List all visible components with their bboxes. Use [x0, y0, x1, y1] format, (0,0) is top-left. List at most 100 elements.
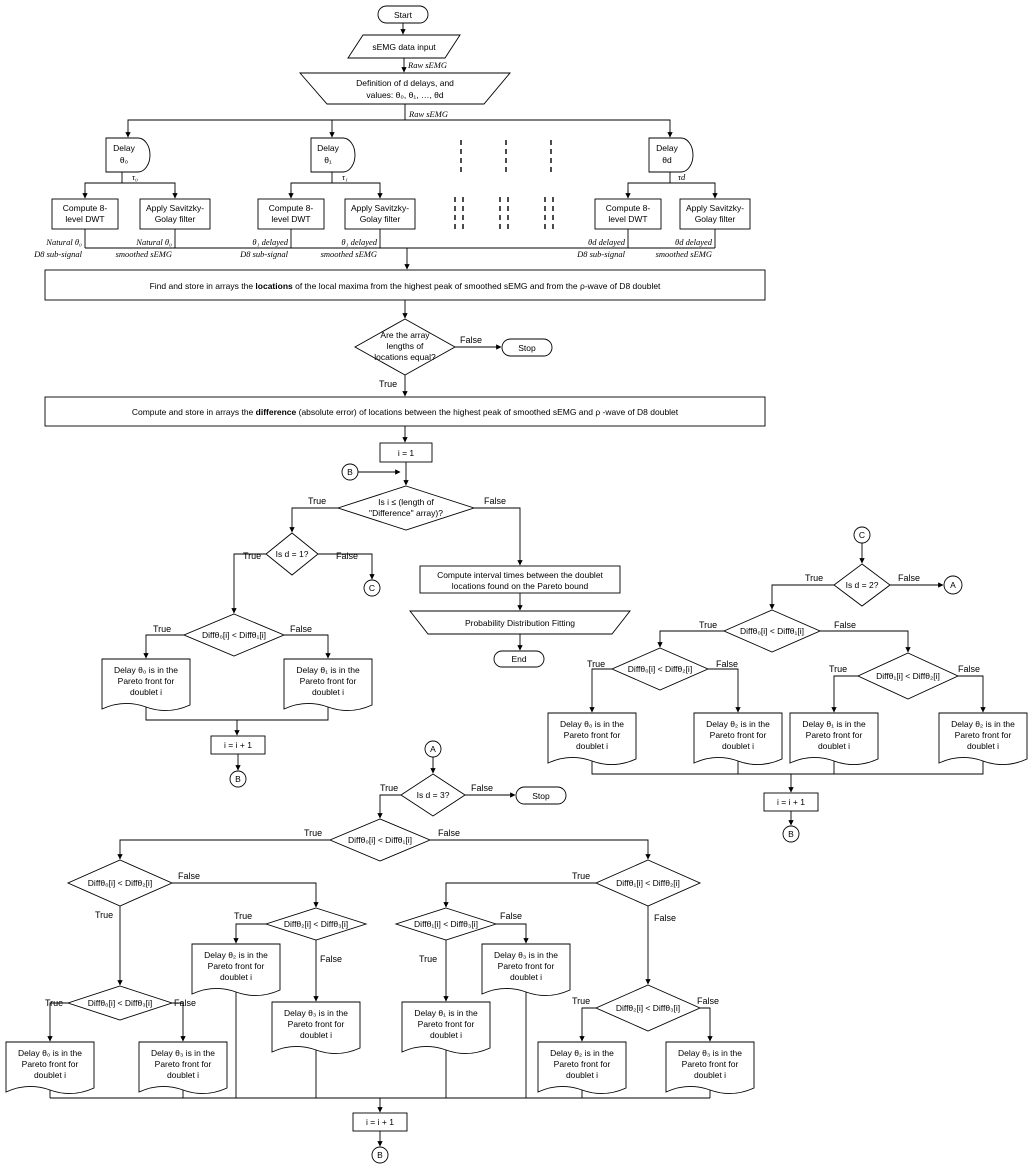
d3-compare-02: Diffθ₀[i] < Diffθ₂[i]: [66, 859, 174, 907]
svg-text:Natural θ₀: Natural θ₀: [135, 237, 172, 247]
svg-text:level DWT: level DWT: [65, 214, 104, 224]
d3-increment-box: i = i + 1: [352, 1112, 408, 1132]
d2-result-theta1: Delay θ₁ is in the Pareto front for doub…: [789, 712, 879, 766]
probability-fitting-box: Probability Distribution Fitting: [409, 610, 631, 635]
svg-text:True: True: [243, 551, 261, 561]
svg-text:True: True: [419, 954, 437, 964]
svg-text:doublet i: doublet i: [694, 1070, 726, 1080]
svg-text:Delay θ₂ is in the: Delay θ₂ is in the: [204, 950, 268, 960]
svg-text:i = i + 1: i = i + 1: [777, 797, 805, 807]
svg-text:doublet i: doublet i: [818, 741, 850, 751]
svg-text:True: True: [234, 911, 252, 921]
svg-text:values: θ₀, θ₁, …, θd: values: θ₀, θ₁, …, θd: [366, 90, 444, 100]
svg-text:B: B: [377, 1150, 383, 1160]
svg-text:doublet i: doublet i: [722, 741, 754, 751]
d2-result-theta0: Delay θ₀ is in the Pareto front for doub…: [547, 712, 637, 766]
svg-text:True: True: [45, 998, 63, 1008]
svg-text:sEMG data input: sEMG data input: [372, 42, 436, 52]
svg-text:True: True: [805, 573, 823, 583]
d2-result-theta2-a: Delay θ₂ is in the Pareto front for doub…: [693, 712, 783, 766]
svg-text:Delay θ₃ is in the: Delay θ₃ is in the: [678, 1048, 742, 1058]
d3-result-theta3-left: Delay θ₃ is in the Pareto front for doub…: [138, 1041, 228, 1095]
svg-text:Delay θ₂ is in the: Delay θ₂ is in the: [951, 719, 1015, 729]
is-d2-decision: Is d = 2?: [833, 563, 891, 607]
delay-theta0-block: Delay θ₀: [105, 137, 151, 173]
svg-text:False: False: [500, 911, 522, 921]
svg-text:Compute 8-: Compute 8-: [269, 203, 314, 213]
interval-times-box: Compute interval times between the doubl…: [419, 565, 621, 594]
is-d1-decision: Is d = 1?: [265, 532, 319, 576]
svg-text:smoothed sEMG: smoothed sEMG: [116, 249, 172, 259]
svg-text:level DWT: level DWT: [608, 214, 647, 224]
svg-text:locations found on the Pareto: locations found on the Pareto bound: [452, 581, 589, 591]
svg-text:Delay θ₁ is in the: Delay θ₁ is in the: [802, 719, 866, 729]
svg-text:True: True: [572, 871, 590, 881]
svg-text:i = i + 1: i = i + 1: [366, 1117, 394, 1127]
svg-text:Diffθ₀[i] < Diffθ₁[i]: Diffθ₀[i] < Diffθ₁[i]: [202, 630, 266, 640]
svg-text:Diffθ₀[i] < Diffθ₂[i]: Diffθ₀[i] < Diffθ₂[i]: [628, 664, 692, 674]
d1-compare-01: Diffθ₀[i] < Diffθ₁[i]: [182, 613, 286, 657]
svg-text:Delay: Delay: [113, 143, 135, 153]
svg-text:A: A: [430, 744, 436, 754]
semg-input-box: sEMG data input: [347, 34, 461, 59]
d3-result-theta3-right: Delay θ₃ is in the Pareto front for doub…: [665, 1041, 755, 1095]
svg-text:Pareto front for: Pareto front for: [682, 1059, 739, 1069]
sg-box-d: Apply Savitzky- Golay filter: [679, 198, 751, 230]
svg-text:True: True: [380, 783, 398, 793]
d3-compare-13: Diffθ₁[i] < Diffθ₃[i]: [394, 907, 498, 941]
svg-text:Is d = 1?: Is d = 1?: [276, 549, 309, 559]
svg-text:doublet i: doublet i: [220, 972, 252, 982]
d2-increment-box: i = i + 1: [763, 792, 819, 812]
svg-text:lengths of: lengths of: [387, 341, 424, 351]
svg-text:Apply Savitzky-: Apply Savitzky-: [686, 203, 744, 213]
d3-compare-23-left: Diffθ₂[i] < Diffθ₃[i]: [264, 907, 368, 941]
svg-text:τd: τd: [678, 172, 686, 182]
svg-text:doublet i: doublet i: [130, 687, 162, 697]
svg-text:Golay filter: Golay filter: [360, 214, 401, 224]
svg-text:τ₁: τ₁: [342, 172, 348, 182]
connector-b-d2: B: [782, 825, 800, 843]
d1-result-theta1: Delay θ₁ is in the Pareto front for doub…: [283, 658, 373, 712]
svg-text:Apply Savitzky-: Apply Savitzky-: [351, 203, 409, 213]
svg-text:Diffθ₁[i] < Diffθ₂[i]: Diffθ₁[i] < Diffθ₂[i]: [876, 671, 940, 681]
svg-text:False: False: [484, 496, 506, 506]
svg-text:locations equal?: locations equal?: [374, 352, 436, 362]
start-label: Start: [394, 10, 413, 20]
svg-text:doublet i: doublet i: [566, 1070, 598, 1080]
svg-text:Pareto front for: Pareto front for: [710, 730, 767, 740]
svg-text:Delay: Delay: [317, 143, 339, 153]
svg-text:Definition of d delays, and: Definition of d delays, and: [356, 78, 454, 88]
svg-text:Delay θ₃ is in the: Delay θ₃ is in the: [494, 950, 558, 960]
svg-text:Pareto front for: Pareto front for: [208, 961, 265, 971]
svg-text:Compute and store in arrays th: Compute and store in arrays the differen…: [132, 407, 679, 417]
svg-text:False: False: [290, 624, 312, 634]
svg-text:True: True: [304, 828, 322, 838]
svg-text:False: False: [654, 913, 676, 923]
d3-result-theta0: Delay θ₀ is in the Pareto front for doub…: [5, 1041, 95, 1095]
svg-text:Delay θ₀ is in the: Delay θ₀ is in the: [560, 719, 624, 729]
svg-text:doublet i: doublet i: [34, 1070, 66, 1080]
svg-text:C: C: [369, 583, 375, 593]
svg-text:Compute interval times between: Compute interval times between the doubl…: [437, 570, 603, 580]
svg-text:τ₀: τ₀: [132, 172, 138, 182]
connector-c-right: C: [853, 526, 871, 544]
svg-text:θ₀: θ₀: [120, 155, 129, 165]
ellipsis-filters: [454, 197, 554, 232]
svg-text:False: False: [460, 335, 482, 345]
svg-text:Delay θ₁ is in the: Delay θ₁ is in the: [296, 665, 360, 675]
svg-text:Golay filter: Golay filter: [155, 214, 196, 224]
svg-text:Is d = 2?: Is d = 2?: [846, 580, 879, 590]
d3-compare-01: Diffθ₀[i] < Diffθ₁[i]: [328, 818, 432, 862]
svg-text:False: False: [336, 551, 358, 561]
svg-text:Golay filter: Golay filter: [695, 214, 736, 224]
raw-semg-caption-2: Raw sEMG: [408, 109, 448, 119]
svg-text:True: True: [308, 496, 326, 506]
svg-text:False: False: [178, 871, 200, 881]
svg-text:False: False: [716, 659, 738, 669]
svg-text:Pareto front for: Pareto front for: [498, 961, 555, 971]
sg-box-1: Apply Savitzky- Golay filter: [344, 198, 416, 230]
svg-text:Diffθ₀[i] < Diffθ₁[i]: Diffθ₀[i] < Diffθ₁[i]: [740, 626, 804, 636]
svg-text:i = i + 1: i = i + 1: [224, 740, 252, 750]
connector-b-top: B: [341, 463, 359, 481]
svg-text:True: True: [379, 379, 397, 389]
